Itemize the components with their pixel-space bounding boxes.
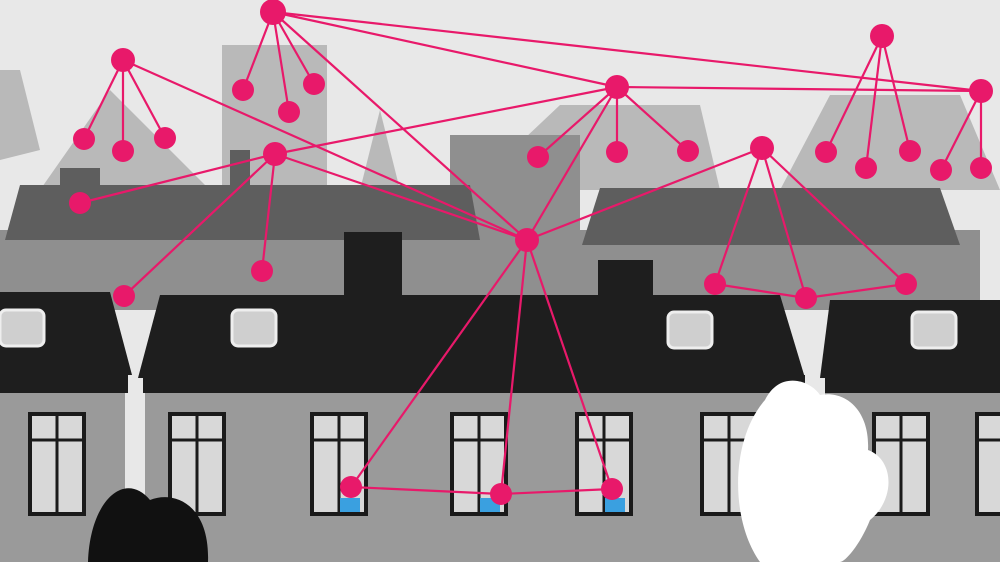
network-link	[537, 86, 618, 158]
network-node	[855, 157, 877, 179]
network-links	[79, 10, 983, 496]
network-link	[760, 147, 808, 299]
network-node	[750, 136, 774, 160]
network-link	[350, 239, 528, 488]
network-link	[864, 35, 884, 169]
network-link	[122, 58, 528, 242]
network-node	[154, 127, 176, 149]
network-link	[272, 11, 528, 241]
network-node	[490, 483, 512, 505]
network-node	[112, 140, 134, 162]
window-glass	[979, 416, 1000, 512]
network-link	[940, 90, 982, 171]
network-link	[825, 35, 883, 153]
dormer-window	[666, 310, 714, 350]
window-light	[605, 498, 625, 512]
network-link	[616, 86, 689, 152]
dormer-window	[910, 310, 958, 350]
network-link	[83, 59, 124, 140]
network-link	[272, 11, 315, 85]
network-link	[274, 85, 618, 156]
network-node	[870, 24, 894, 48]
network-node	[899, 140, 921, 162]
network-link	[260, 153, 277, 272]
network-link	[805, 282, 907, 300]
front-roofs	[0, 232, 1000, 393]
network-node	[605, 75, 629, 99]
network-node	[606, 141, 628, 163]
tree	[738, 380, 889, 562]
network-link	[79, 152, 276, 205]
network-link	[500, 487, 613, 496]
network-node	[111, 48, 135, 72]
network-node	[278, 101, 300, 123]
network-node	[251, 260, 273, 282]
dormer-windows	[0, 308, 958, 350]
network-node	[527, 146, 549, 168]
network-link	[122, 59, 166, 139]
network-link	[499, 239, 529, 495]
network-node	[677, 140, 699, 162]
network-link	[616, 85, 982, 93]
network-node	[969, 79, 993, 103]
network-link	[761, 147, 907, 285]
network-node	[601, 478, 623, 500]
network-node	[930, 159, 952, 181]
network-link	[272, 10, 618, 89]
network-link	[714, 282, 807, 300]
network-link	[526, 86, 618, 241]
dormer-window	[230, 308, 278, 348]
network-node	[815, 141, 837, 163]
network-node	[113, 285, 135, 307]
mid-roofs	[5, 150, 960, 245]
network-nodes	[69, 0, 993, 505]
network-node	[795, 287, 817, 309]
network-link	[123, 153, 276, 297]
network-node	[232, 79, 254, 101]
network-node	[515, 228, 539, 252]
network-node	[263, 142, 287, 166]
network-link	[525, 239, 614, 490]
network-node	[970, 157, 992, 179]
network-link	[713, 147, 764, 285]
network-link	[271, 11, 291, 113]
network-node	[704, 273, 726, 295]
network-link	[880, 35, 912, 152]
network-node	[340, 476, 362, 498]
network-node	[895, 273, 917, 295]
network-link	[274, 152, 528, 242]
network-link	[350, 485, 502, 496]
dormer-window	[0, 308, 46, 348]
network-link	[241, 11, 275, 91]
network-node	[73, 128, 95, 150]
window-light	[340, 498, 360, 512]
network-link	[526, 146, 763, 242]
network-node	[260, 0, 286, 25]
network-node	[69, 192, 91, 214]
bush	[88, 488, 209, 562]
network-node	[303, 73, 325, 95]
